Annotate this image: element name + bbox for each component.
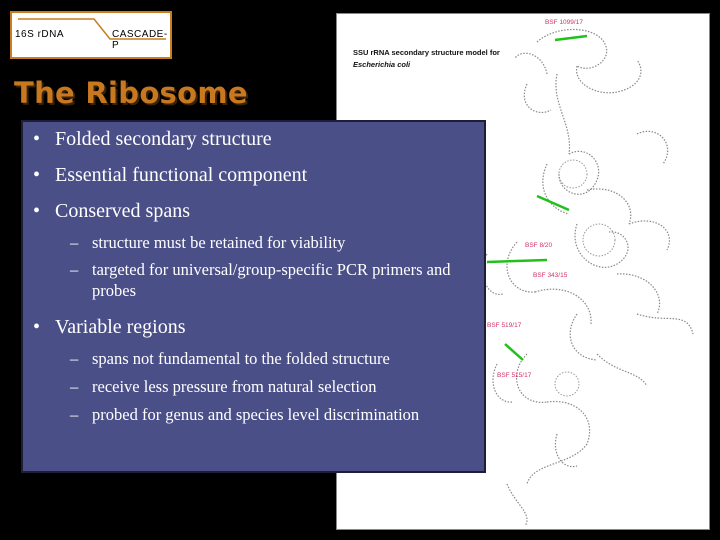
sub-bullet-dash: – — [70, 349, 79, 368]
bullet-dot: • — [33, 128, 41, 150]
rrna-structure-drawing — [482, 28, 694, 527]
sub-bullet-dash: – — [70, 405, 79, 424]
logo-right-text: CASCADE-P — [112, 29, 168, 51]
bullet-text: Variable regions — [55, 316, 186, 338]
logo-left-text: 16S rDNA — [15, 29, 65, 40]
logo-line-graphic — [18, 18, 166, 40]
bullet-dot: • — [33, 200, 41, 222]
bullet-text: Folded secondary structure — [55, 128, 272, 150]
sub-bullet-text: structure must be retained for viability — [92, 233, 346, 252]
probe-label: BSF 1099/17 — [545, 19, 583, 26]
bullet-dot: • — [33, 316, 41, 338]
bullet-item: • Essential functional component — [33, 164, 307, 186]
figure-title: SSU rRNA secondary structure model for — [353, 48, 500, 57]
probe-label: BSF 519/17 — [487, 322, 522, 329]
bullet-item: • Variable regions — [33, 316, 186, 338]
probe-label: BSF 8/20 — [525, 242, 553, 249]
bullet-text: Essential functional component — [55, 164, 308, 186]
bullet-item: • Folded secondary structure — [33, 128, 272, 150]
figure-subtitle: Escherichia coli — [353, 60, 411, 69]
sub-bullet-text: receive less pressure from natural selec… — [92, 377, 377, 396]
sub-bullet-dash: – — [70, 233, 79, 252]
sub-bullet-dash: – — [70, 260, 79, 279]
logo: 16S rDNA CASCADE-P — [10, 11, 172, 59]
sub-bullet-text: targeted for universal/group-specific PC… — [92, 260, 451, 300]
bullet-dot: • — [33, 164, 41, 186]
sub-bullet-dash: – — [70, 377, 79, 396]
sub-bullet-text: spans not fundamental to the folded stru… — [92, 349, 390, 368]
probe-label: BSF 515/17 — [497, 372, 532, 379]
sub-bullet-text: probed for genus and species level discr… — [92, 405, 420, 424]
probe-label: BSF 343/15 — [533, 272, 568, 279]
slide-title: The Ribosome — [14, 76, 248, 110]
bullet-panel: • Folded secondary structure • Essential f… — [21, 120, 486, 473]
bullet-item: • Conserved spans — [33, 200, 190, 222]
bullet-text: Conserved spans — [55, 200, 190, 222]
